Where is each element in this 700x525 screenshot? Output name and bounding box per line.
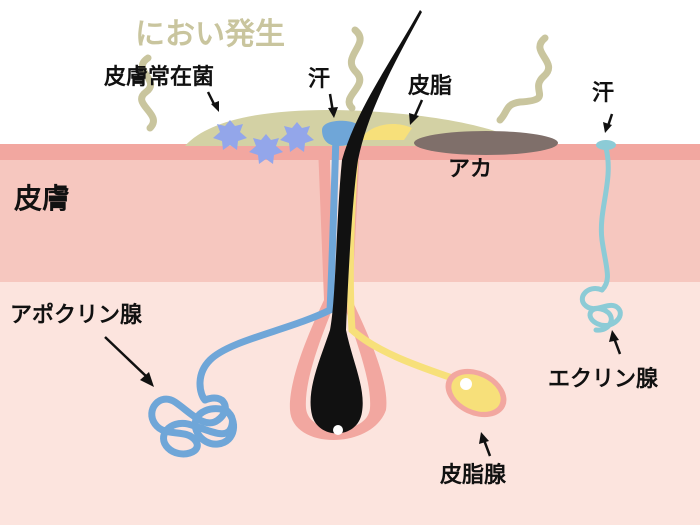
label-eccrine-gland: エクリン腺 — [548, 367, 659, 392]
arrow-sebaceous — [479, 432, 492, 457]
hair-shaft — [310, 10, 422, 434]
odor-wave-1 — [138, 54, 157, 132]
label-dirt: アカ — [448, 157, 492, 182]
sebum-outlet — [360, 124, 412, 140]
label-skin: 皮膚 — [14, 182, 70, 215]
label-sebaceous-gland: 皮脂腺 — [440, 462, 507, 488]
eccrine-pore — [596, 140, 616, 150]
label-sebum: 皮脂 — [408, 73, 452, 99]
label-sweat-eccrine: 汗 — [592, 81, 614, 106]
sebaceous-gland-highlight — [460, 378, 472, 390]
label-resident-bacteria: 皮膚常在菌 — [104, 64, 214, 90]
bacteria-2 — [249, 134, 283, 164]
arrow-sebum — [409, 99, 424, 125]
arrow-sweat-apocrine — [328, 93, 338, 118]
bacteria-3 — [280, 122, 314, 152]
arrow-sweat-eccrine — [603, 113, 614, 133]
odor-wave-3 — [496, 34, 553, 124]
resident-bacteria — [213, 120, 314, 164]
odor-wave-lines — [138, 26, 553, 132]
arrow-eccrine — [609, 330, 622, 355]
dirt-blob — [414, 131, 558, 155]
arrow-apocrine — [104, 336, 154, 387]
label-apocrine-gland: アポクリン腺 — [10, 302, 143, 328]
hair-bulb-highlight — [333, 425, 343, 435]
eccrine-coil — [579, 286, 623, 333]
eccrine-duct — [598, 145, 611, 293]
arrows — [104, 91, 622, 457]
bacteria-1 — [213, 120, 247, 150]
odor-wave-2 — [345, 26, 364, 112]
label-sweat-apocrine: 汗 — [308, 67, 330, 92]
odor-title: におい発生 — [135, 17, 285, 52]
apocrine-duct — [196, 131, 340, 404]
apocrine-coil — [148, 394, 237, 458]
arrow-bacteria — [206, 91, 219, 112]
